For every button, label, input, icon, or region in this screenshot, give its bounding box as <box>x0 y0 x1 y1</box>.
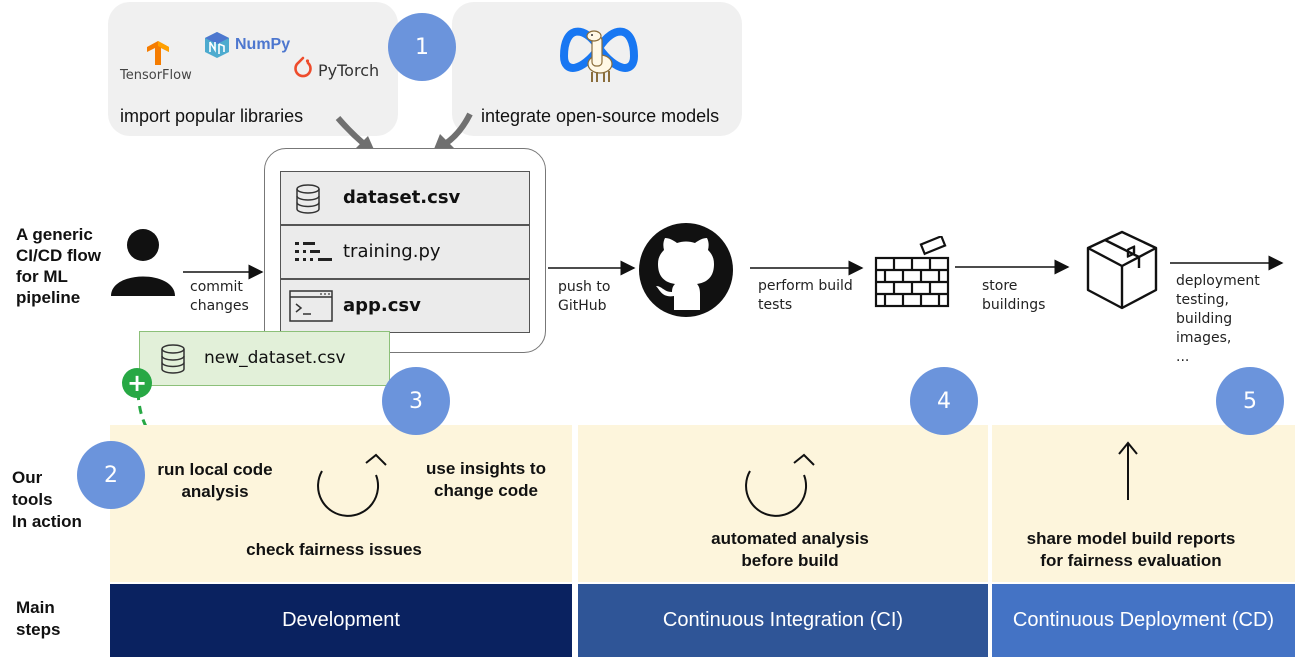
step-number-3: 3 <box>382 367 450 435</box>
github-icon[interactable] <box>638 222 734 318</box>
automated-text: automated analysis before build <box>711 529 869 570</box>
new-file-box[interactable]: new_dataset.csv <box>139 331 390 386</box>
local-analysis-text: run local code analysis <box>157 460 273 501</box>
cycle-icon-ci <box>745 453 815 517</box>
cd-band <box>992 425 1295 582</box>
share-text: share model build reports for fairness e… <box>1026 529 1236 570</box>
insights-text: use insights to change code <box>426 459 546 500</box>
pytorch-icon <box>294 56 312 78</box>
step-number-2: 2 <box>77 441 145 509</box>
file-app[interactable]: app.csv <box>280 279 530 333</box>
terminal-icon <box>289 290 333 322</box>
step-number-1: 1 <box>388 13 456 81</box>
step-cd: Continuous Deployment (CD) <box>992 584 1295 657</box>
tools-row-label: Our tools In action <box>12 468 82 531</box>
build-label: perform build tests <box>758 278 853 313</box>
store-label: store buildings <box>982 278 1046 313</box>
push-label: push to GitHub <box>558 279 611 314</box>
libraries-panel <box>108 2 398 136</box>
developer-icon <box>111 229 175 296</box>
commit-label: commit changes <box>190 279 249 314</box>
tensorflow-label: TensorFlow <box>120 68 192 83</box>
ci-band <box>578 425 988 582</box>
numpy-icon <box>205 32 229 58</box>
package-icon <box>1086 230 1158 310</box>
database-icon <box>296 184 320 214</box>
file-app-label: app.csv <box>343 295 421 316</box>
libraries-caption: import popular libraries <box>120 106 304 126</box>
up-arrow-icon <box>1118 441 1138 500</box>
flow-arrows <box>183 255 1284 280</box>
new-file-label: new_dataset.csv <box>204 348 346 368</box>
step-ci: Continuous Integration (CI) <box>578 584 988 657</box>
file-training[interactable]: training.py <box>280 225 530 279</box>
steps-row-label: Main steps <box>16 598 61 639</box>
code-lines-icon <box>295 242 332 261</box>
fairness-text: check fairness issues <box>246 540 422 559</box>
development-band <box>110 425 572 582</box>
numpy-label: NumPy <box>235 36 291 53</box>
file-dataset-label: dataset.csv <box>343 187 461 208</box>
models-caption: integrate open-source models <box>481 106 720 126</box>
step-number-5: 5 <box>1216 367 1284 435</box>
flow-row-label: A generic CI/CD flow for ML pipeline <box>16 225 101 307</box>
file-training-label: training.py <box>343 241 441 262</box>
deploy-label: deployment testing, building images, ... <box>1176 273 1260 365</box>
database-icon <box>161 344 185 374</box>
step-number-4: 4 <box>910 367 978 435</box>
cycle-icon <box>317 453 387 517</box>
tensorflow-icon <box>147 41 169 65</box>
file-dataset[interactable]: dataset.csv <box>280 171 530 225</box>
step-development: Development <box>110 584 572 657</box>
build-wall-icon <box>874 236 950 308</box>
add-icon[interactable]: + <box>122 368 152 398</box>
meta-llama-icon <box>559 27 639 82</box>
pytorch-label: PyTorch <box>318 61 380 80</box>
